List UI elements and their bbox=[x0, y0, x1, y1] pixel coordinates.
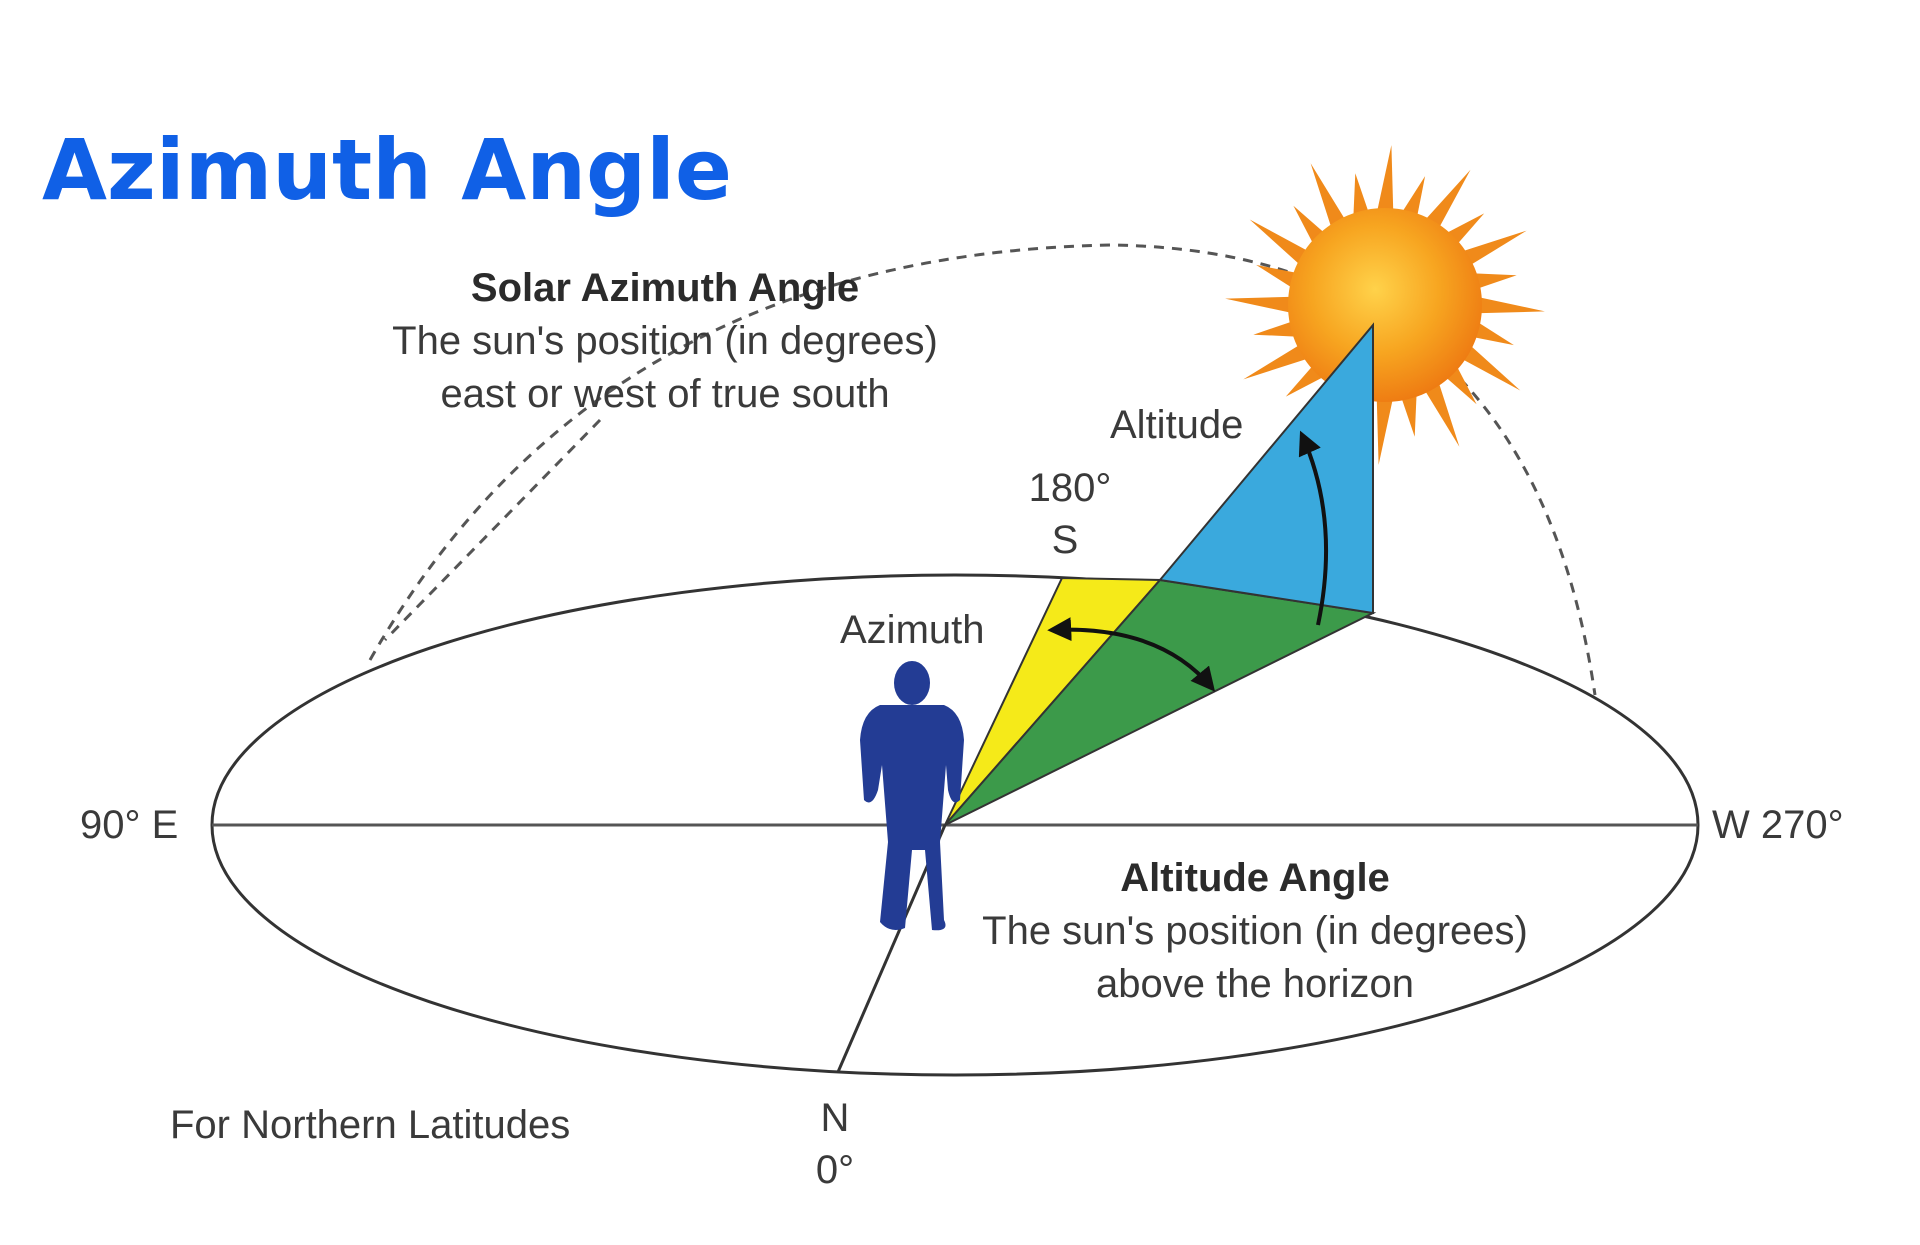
altitude-angle-description: Altitude Angle The sun's position (in de… bbox=[940, 852, 1570, 1011]
sun-ray bbox=[1353, 173, 1370, 219]
altitude-label: Altitude bbox=[1110, 403, 1244, 447]
azimuth-label: Azimuth bbox=[840, 608, 985, 652]
sun-ray bbox=[1253, 320, 1299, 337]
east-label: 90° E bbox=[80, 803, 179, 847]
north-degree-label: 0° bbox=[815, 1148, 855, 1192]
sun-ray bbox=[1310, 163, 1347, 230]
altitude-triangle bbox=[1158, 322, 1374, 615]
solar-azimuth-heading: Solar Azimuth Angle bbox=[470, 266, 860, 310]
sun-ray bbox=[1423, 380, 1460, 447]
sun-icon bbox=[1225, 145, 1545, 465]
sun-ray bbox=[1471, 273, 1517, 290]
sun-ray bbox=[1225, 296, 1294, 314]
altitude-angle-heading: Altitude Angle bbox=[1120, 856, 1390, 900]
northern-latitudes-note: For Northern Latitudes bbox=[170, 1103, 571, 1147]
solar-azimuth-line1: The sun's position (in degrees) bbox=[392, 319, 938, 363]
altitude-arrow-icon bbox=[1298, 430, 1328, 626]
sun-ray bbox=[1249, 219, 1310, 267]
sun-ray bbox=[1243, 343, 1310, 380]
sun-ray bbox=[1460, 343, 1521, 391]
south-label: S bbox=[1051, 518, 1079, 562]
south-degree-label: 180° bbox=[1028, 466, 1112, 510]
sun-ray bbox=[1376, 145, 1394, 214]
sun-ray bbox=[1400, 391, 1417, 437]
solar-azimuth-description: Solar Azimuth Angle The sun's position (… bbox=[350, 262, 980, 421]
sun-ray bbox=[1460, 230, 1527, 267]
altitude-angle-line2: above the horizon bbox=[1095, 962, 1414, 1006]
azimuth-arrow-icon bbox=[1047, 617, 1216, 692]
sun-ray bbox=[1376, 396, 1394, 465]
sky-arc bbox=[368, 243, 1597, 696]
solar-azimuth-line2: east or west of true south bbox=[440, 372, 890, 416]
sun-ray bbox=[1256, 264, 1299, 290]
person-icon bbox=[860, 661, 964, 931]
sun-ray bbox=[1476, 296, 1545, 314]
sun-ray bbox=[1423, 169, 1471, 230]
west-label: W 270° bbox=[1712, 803, 1844, 847]
sun-ray bbox=[1471, 320, 1514, 346]
callout-line bbox=[383, 418, 602, 642]
north-label: N bbox=[820, 1096, 850, 1140]
altitude-angle-line1: The sun's position (in degrees) bbox=[982, 909, 1528, 953]
page-title: Azimuth Angle bbox=[42, 121, 732, 219]
sun-ray bbox=[1400, 176, 1426, 219]
